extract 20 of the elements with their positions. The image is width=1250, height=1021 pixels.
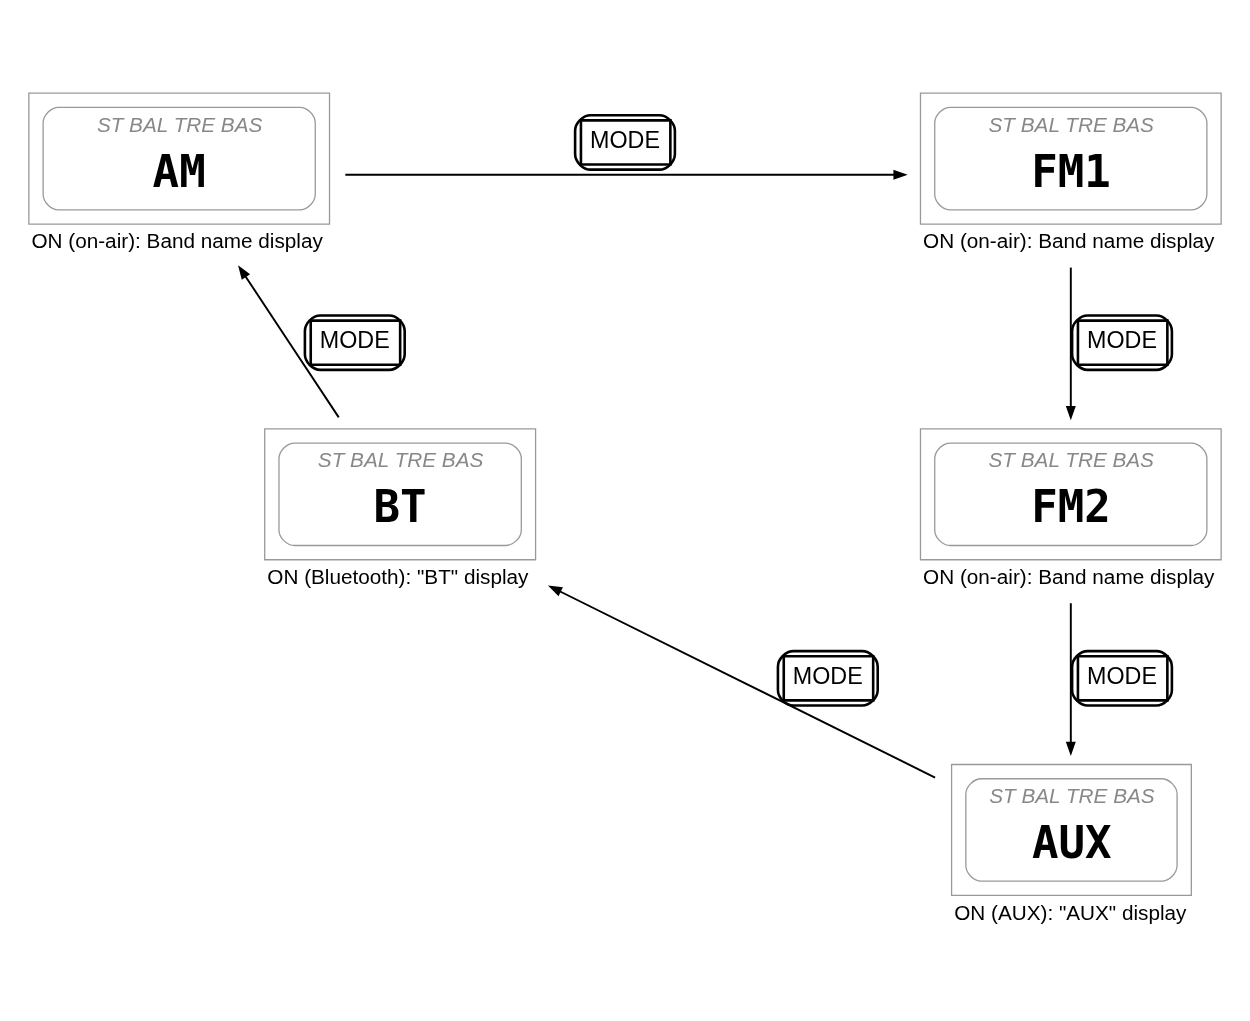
node-label: ON (on-air): Band name display [923,229,1215,253]
node-label: ON (on-air): Band name display [31,229,323,253]
node-box: ST BAL TRE BAS FM2 [919,428,1222,561]
node-box: ST BAL TRE BAS AM [28,92,331,225]
arrow [238,265,340,419]
node-label: ON (Bluetooth): "BT" display [267,565,529,589]
node-label: ON (AUX): "AUX" display [954,900,1187,924]
node-box: ST BAL TRE BAS FM1 [919,92,1222,225]
edge-label: MODE [319,327,390,354]
arrow [547,585,937,779]
edge-label: MODE [792,663,863,690]
node-label: ON (on-air): Band name display [923,565,1215,589]
node-box: ST BAL TRE BAS AUX [950,763,1192,897]
edge-label: MODE [1087,327,1157,354]
arrow [1065,266,1076,421]
arrow [344,169,908,180]
edge-label: MODE [1087,663,1157,690]
edge-label: MODE [590,127,660,154]
node-box: ST BAL TRE BAS BT [264,428,537,561]
arrow [1065,602,1076,756]
